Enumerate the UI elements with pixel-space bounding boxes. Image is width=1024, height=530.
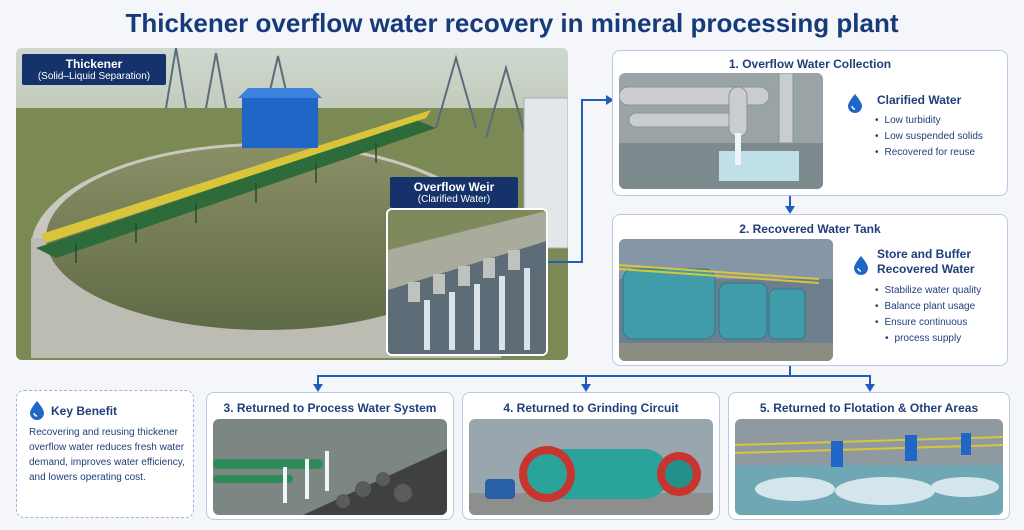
water-tank-photo — [619, 239, 833, 361]
list-item: Recovered for reuse — [875, 145, 983, 161]
step-2-heading: Store and Buffer Recovered Water — [877, 247, 975, 276]
step-2-bullets: Stabilize water quality Balance plant us… — [875, 283, 982, 347]
page-title: Thickener overflow water recovery in min… — [125, 8, 899, 38]
step-2-title: 2. Recovered Water Tank — [739, 222, 881, 236]
list-item: Balance plant usage — [875, 299, 981, 315]
list-item: Stabilize water quality — [875, 283, 982, 299]
step-3-card: 3. Returned to Process Water System — [206, 392, 454, 520]
list-item: Low suspended solids — [875, 129, 983, 145]
key-benefit-heading: Key Benefit — [51, 404, 118, 418]
step-1-title: 1. Overflow Water Collection — [728, 57, 892, 71]
list-item: Ensure continuous — [875, 315, 981, 331]
water-drop-icon — [848, 94, 862, 113]
water-drop-icon — [854, 256, 868, 275]
step-1-bullets: Low turbidity Low suspended solids Recov… — [875, 113, 983, 161]
step-4-card: 4. Returned to Grinding Circuit — [462, 392, 720, 520]
overflow-collection-photo — [619, 73, 823, 189]
step-3-title: 3. Returned to Process Water System — [223, 401, 437, 415]
overflow-weir-photo — [386, 208, 548, 356]
list-item: Low turbidity — [875, 113, 983, 129]
key-benefit-box: Key Benefit Recovering and reusing thick… — [16, 390, 194, 518]
step-2-card: 2. Recovered Water Tank Store and Buffer… — [612, 214, 1008, 366]
overflow-weir-label: Overflow Weir (Clarified Water) — [390, 177, 518, 208]
step-1-heading: Clarified Water — [877, 93, 962, 107]
step-5-card: 5. Returned to Flotation & Other Areas — [728, 392, 1010, 520]
list-item: process supply — [875, 331, 981, 347]
step-5-title: 5. Returned to Flotation & Other Areas — [759, 401, 979, 415]
step-1-card: 1. Overflow Water Collection Clarified W… — [612, 50, 1008, 196]
thickener-label: Thickener (Solid–Liquid Separation) — [22, 54, 166, 85]
flotation-photo — [735, 419, 1003, 515]
step-4-title: 4. Returned to Grinding Circuit — [503, 401, 679, 415]
water-drop-icon — [30, 401, 44, 420]
grinding-circuit-photo — [469, 419, 713, 515]
process-water-photo — [213, 419, 447, 515]
key-benefit-text: Recovering and reusing thickener overflo… — [29, 427, 185, 483]
